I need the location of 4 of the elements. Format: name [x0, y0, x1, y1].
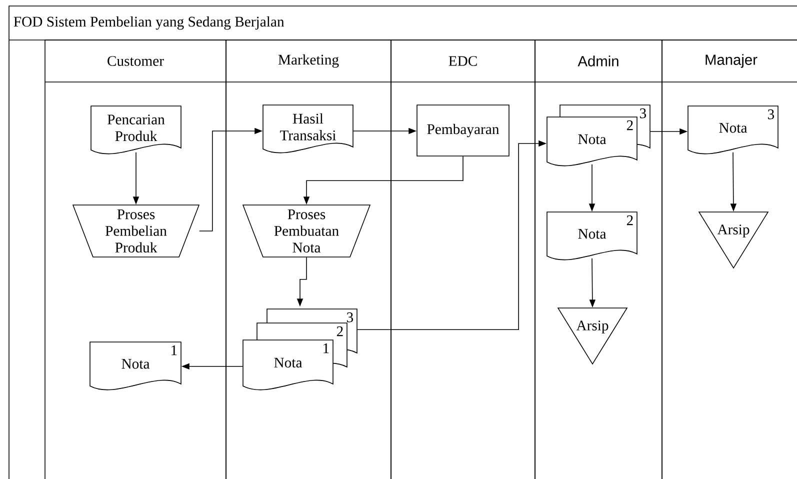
node-label: 2 [336, 326, 343, 336]
diagram-title: FOD Sistem Pembelian yang Sedang Berjalan [14, 16, 284, 30]
process-box: Pembayaran [416, 104, 510, 156]
node-label: 3 [346, 312, 354, 322]
